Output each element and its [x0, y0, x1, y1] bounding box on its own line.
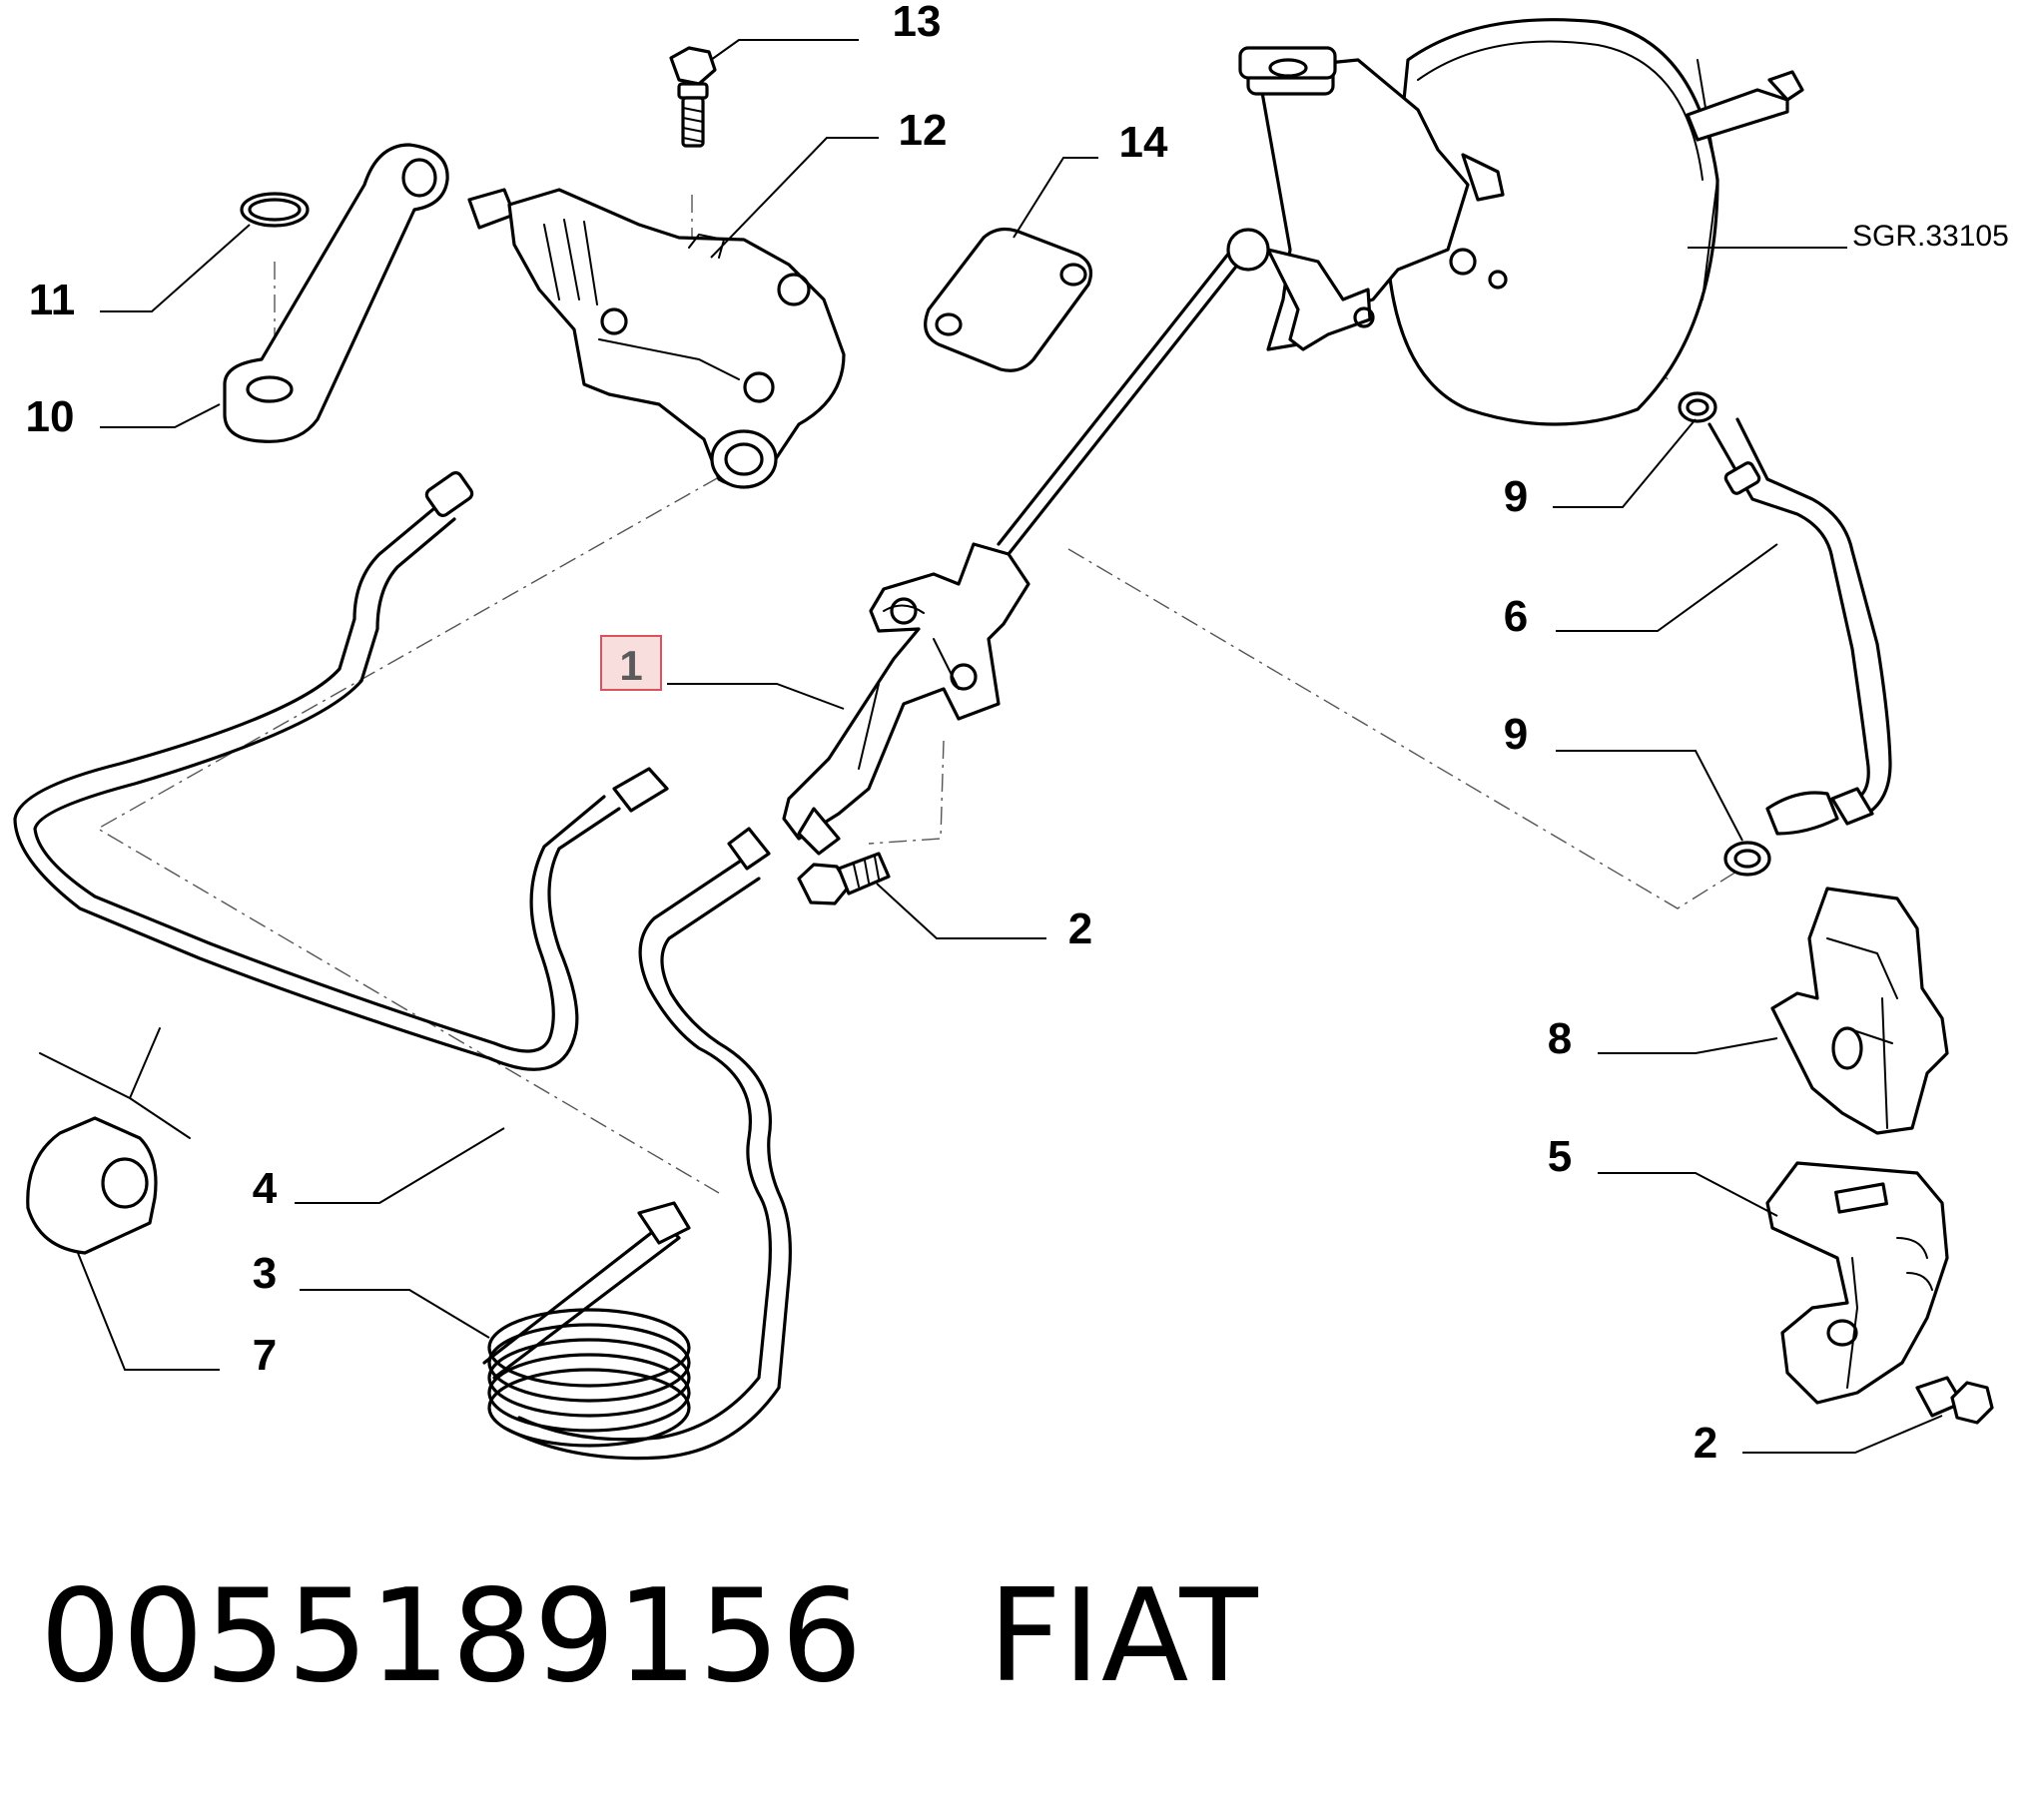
callout-11[interactable]: 11 — [29, 276, 76, 324]
part-number: 0055189156 — [40, 1562, 864, 1711]
callout-9-lower[interactable]: 9 — [1504, 710, 1528, 759]
part-14-gasket[interactable] — [924, 227, 1092, 372]
callout-labels: 1 13 12 14 11 10 SGR.33105 9 6 9 8 5 2 2… — [26, 0, 2009, 1468]
part-7-grommet[interactable] — [26, 1027, 191, 1255]
callout-2-lower[interactable]: 2 — [1694, 1419, 1717, 1468]
part-6-hose[interactable] — [1707, 417, 1892, 836]
callout-5[interactable]: 5 — [1548, 1132, 1572, 1181]
callout-7[interactable]: 7 — [253, 1331, 277, 1380]
part-1-master-cylinder[interactable] — [782, 228, 1270, 856]
part-13-bolt[interactable] — [669, 46, 717, 148]
leader-lines — [77, 39, 1943, 1454]
part-8-clip[interactable] — [1770, 887, 1949, 1135]
callout-3[interactable]: 3 — [253, 1249, 277, 1298]
callout-12[interactable]: 12 — [899, 106, 948, 155]
part-4-hose[interactable] — [13, 470, 669, 1071]
reference-sgr[interactable]: SGR.33105 — [1852, 220, 2009, 253]
callout-10[interactable]: 10 — [26, 392, 75, 441]
callout-8[interactable]: 8 — [1548, 1014, 1572, 1063]
part-12-slave-cylinder[interactable] — [467, 188, 846, 489]
part-9-clamp-lower[interactable] — [1723, 841, 1771, 877]
callout-13[interactable]: 13 — [893, 0, 942, 46]
part-5-bracket[interactable] — [1765, 1161, 1949, 1405]
brake-booster-assembly[interactable] — [1238, 18, 1804, 426]
selected-callout-box[interactable] — [600, 635, 662, 691]
callout-2-upper[interactable]: 2 — [1068, 904, 1092, 953]
callout-4[interactable]: 4 — [253, 1164, 278, 1213]
part-2-bolt-upper[interactable] — [797, 852, 891, 905]
part-9-clamp-upper[interactable] — [1678, 391, 1717, 423]
callout-1[interactable]: 1 — [619, 642, 642, 689]
part-3-coil-tube[interactable] — [482, 827, 792, 1461]
brand-name: FIAT — [988, 1562, 1259, 1711]
part-10-lever[interactable] — [223, 143, 449, 443]
callout-6[interactable]: 6 — [1504, 592, 1528, 641]
part-number-footer: 0055189156 FIAT — [40, 1562, 1259, 1712]
callout-14[interactable]: 14 — [1119, 118, 1168, 167]
part-2-bolt-lower[interactable] — [1915, 1376, 1994, 1425]
part-11-ring[interactable] — [240, 192, 310, 228]
callout-9-upper[interactable]: 9 — [1504, 472, 1528, 521]
